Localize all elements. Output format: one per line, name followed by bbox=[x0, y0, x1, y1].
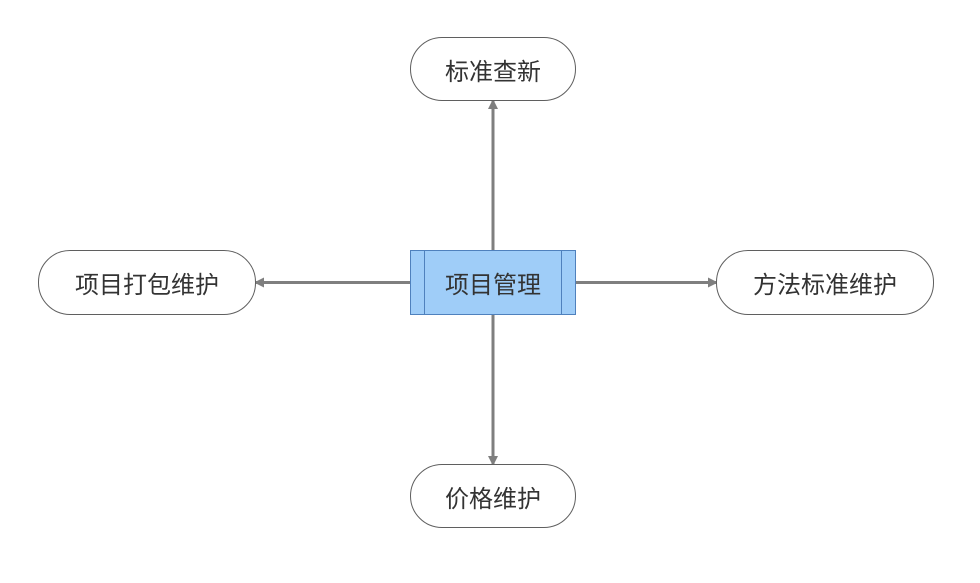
node-bottom-label: 价格维护 bbox=[445, 484, 541, 513]
node-left-label: 项目打包维护 bbox=[75, 271, 219, 299]
node-price-maintenance[interactable]: 价格维护 bbox=[410, 464, 576, 528]
process-bar-right bbox=[561, 251, 562, 314]
center-node-label: 项目管理 bbox=[445, 271, 541, 299]
center-node-project-management[interactable]: 项目管理 bbox=[410, 250, 576, 315]
node-method-standard-maintenance[interactable]: 方法标准维护 bbox=[716, 250, 934, 315]
node-project-package-maintenance[interactable]: 项目打包维护 bbox=[38, 250, 256, 315]
node-right-label: 方法标准维护 bbox=[753, 271, 897, 299]
node-top-label: 标准查新 bbox=[445, 57, 541, 86]
process-bar-left bbox=[424, 251, 425, 314]
node-standard-lookup[interactable]: 标准查新 bbox=[410, 37, 576, 101]
